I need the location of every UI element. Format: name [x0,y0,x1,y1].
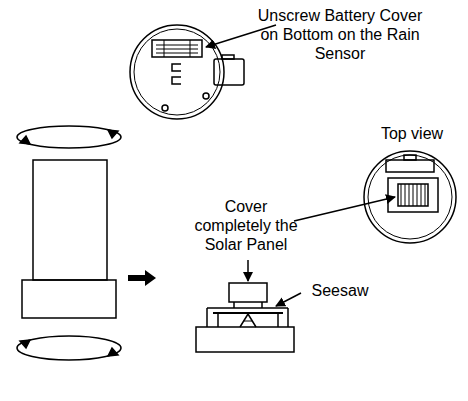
sensor-bottom [130,25,224,119]
sensor-base [196,327,294,352]
solar-panel [398,184,428,206]
callout-text: Cover completely the Solar Panel [188,197,304,254]
part-name: Seesaw [305,281,375,300]
panel-cover [229,283,267,302]
battery-cover [214,59,244,85]
sensor-housing [33,160,107,280]
callout-text: Unscrew Battery Cover on Bottom on the R… [255,6,425,63]
view-label: Top view [372,124,452,143]
seesaw-pivot [240,314,256,327]
sensor-top [364,151,456,243]
